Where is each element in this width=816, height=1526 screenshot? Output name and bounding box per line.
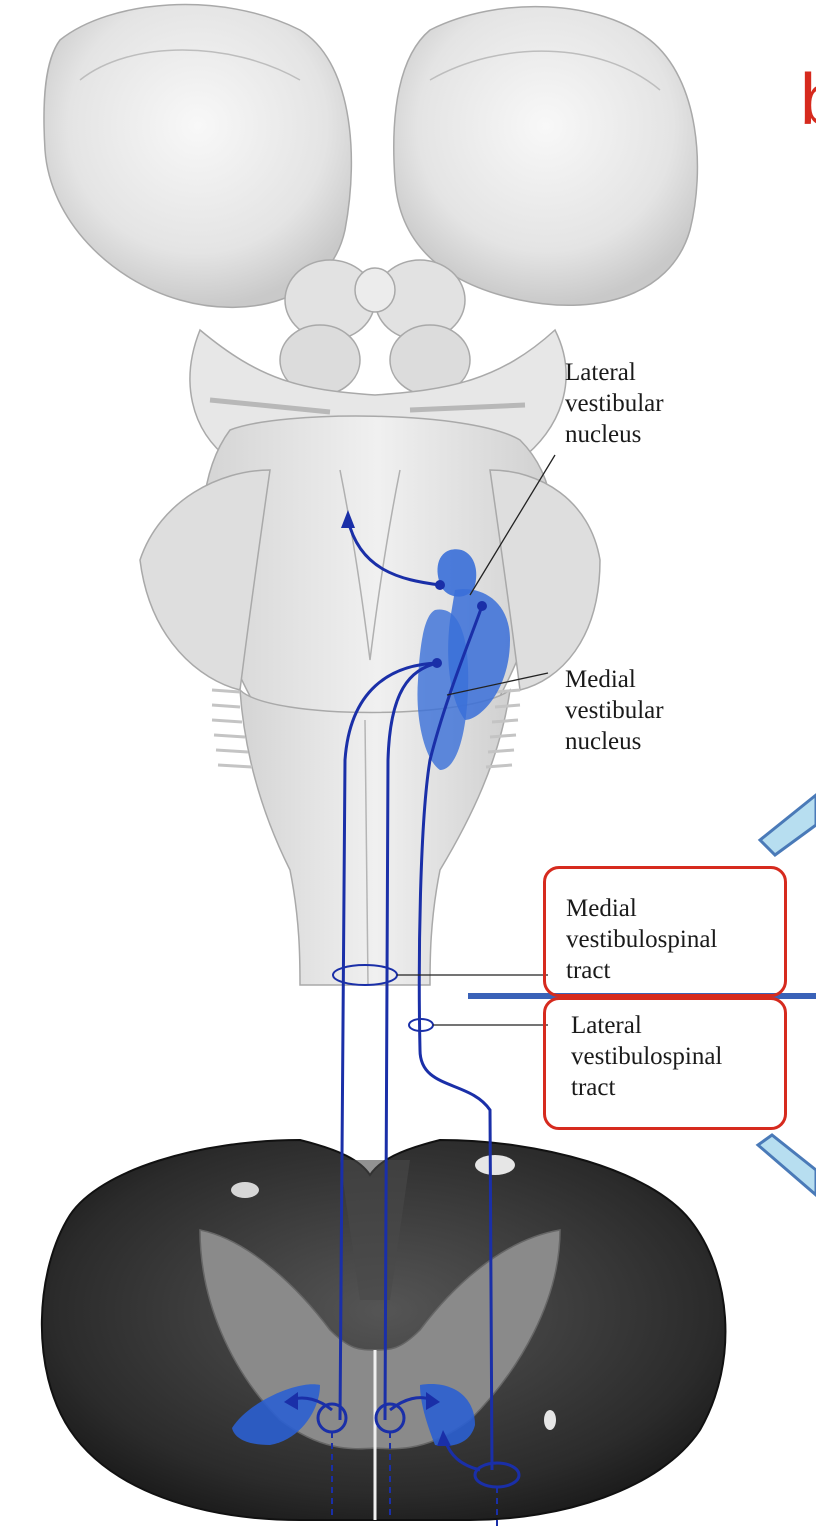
brainstem-illustration <box>43 3 699 986</box>
highlight-box-lateral-tract <box>543 997 787 1130</box>
corner-letter: b <box>800 64 816 136</box>
lateral-vestibular-nucleus-shape <box>437 549 477 597</box>
side-arrows <box>755 793 816 1197</box>
leader-lines <box>397 454 556 1026</box>
label-lateral-vestibulospinal-tract: Lateral vestibulospinal tract <box>571 1012 723 1101</box>
right-peduncle <box>489 469 601 691</box>
label-medial-vestibulospinal-tract: Medial vestibulospinal tract <box>566 895 718 984</box>
label-medial-vestibular-nucleus: Medial vestibular nucleus <box>565 666 664 755</box>
spinal-cord-section <box>40 1138 727 1521</box>
highlight-box-medial-tract <box>543 866 787 997</box>
medulla <box>239 688 511 986</box>
left-peduncle <box>139 469 271 691</box>
vestibulospinal-pathways <box>284 510 521 1526</box>
right-lobe <box>393 5 699 306</box>
medial-vestibular-nucleus-shape <box>417 609 469 770</box>
label-lateral-vestibular-nucleus: Lateral vestibular nucleus <box>565 359 664 448</box>
